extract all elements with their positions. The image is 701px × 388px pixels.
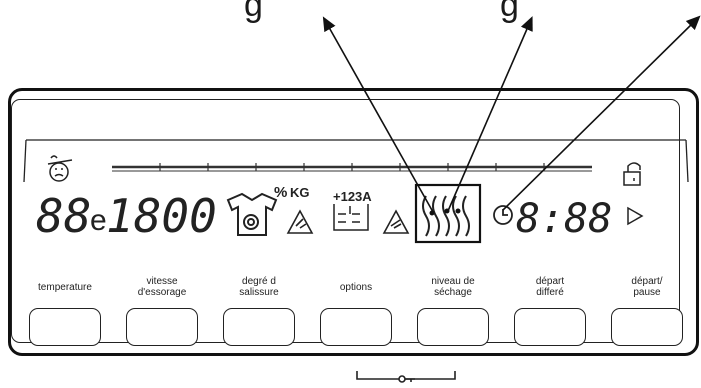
temp-unit: e bbox=[90, 204, 107, 237]
percent-symbol: % bbox=[274, 184, 287, 201]
spin-speed-button[interactable] bbox=[126, 308, 198, 346]
temperature-digits: 88 e bbox=[36, 189, 107, 243]
drying-level-icon bbox=[414, 183, 482, 244]
soil-level-button[interactable] bbox=[223, 308, 295, 346]
padlock-open-icon bbox=[623, 162, 641, 186]
caption-fragment-left: g bbox=[244, 0, 263, 24]
no-steam-icon bbox=[47, 155, 73, 182]
pointer-arrows bbox=[322, 15, 701, 213]
delay-clock-icon bbox=[493, 205, 513, 225]
start-pause-label: départ/pause bbox=[631, 276, 663, 298]
options-label: options bbox=[339, 282, 373, 293]
child-lock-key-icon bbox=[356, 371, 456, 383]
spin-speed-digits: 1800 bbox=[106, 189, 217, 243]
drying-level-button[interactable] bbox=[417, 308, 489, 346]
temperature-button[interactable] bbox=[29, 308, 101, 346]
play-arrow-icon bbox=[627, 206, 644, 226]
warning-triangle-icon bbox=[286, 209, 314, 234]
time-digits: 8:88 bbox=[516, 196, 612, 242]
start-pause-button[interactable] bbox=[611, 308, 683, 346]
svg-text:88: 88 bbox=[36, 189, 91, 243]
shirt-drum-icon bbox=[226, 192, 278, 236]
warning-triangle-icon-2 bbox=[382, 209, 410, 234]
temperature-label: temperature bbox=[38, 282, 92, 293]
delay-start-button[interactable] bbox=[514, 308, 586, 346]
weight-unit: KG bbox=[290, 185, 310, 200]
steps-text: +123A bbox=[333, 189, 372, 204]
display-frame bbox=[23, 139, 689, 183]
svg-text:1800: 1800 bbox=[106, 189, 217, 243]
caption-fragment-right: g bbox=[500, 0, 519, 24]
water-level-icon bbox=[333, 204, 369, 231]
options-button[interactable] bbox=[320, 308, 392, 346]
